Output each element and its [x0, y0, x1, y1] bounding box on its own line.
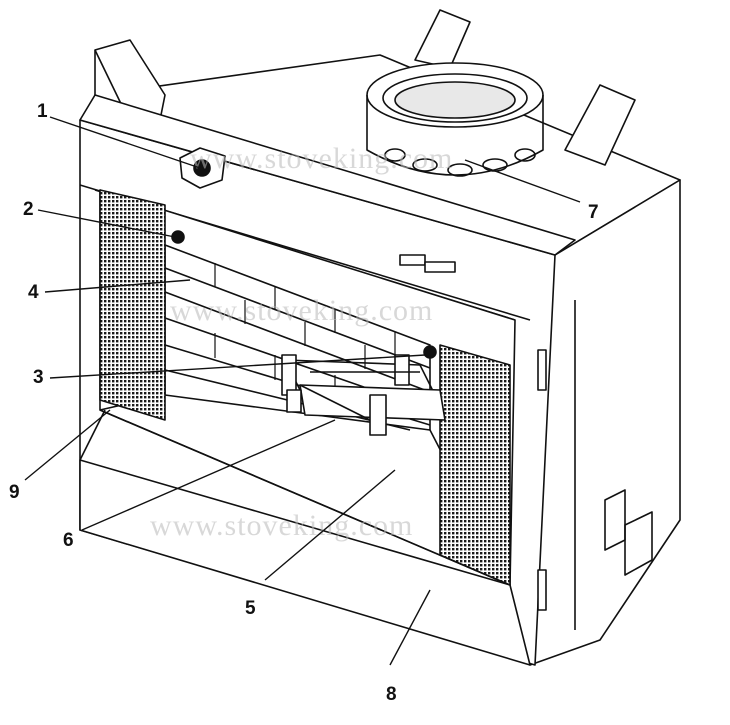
callout-3: 3: [33, 367, 44, 388]
callout-1: 1: [37, 101, 48, 122]
callout-6: 6: [63, 530, 74, 551]
callout-4: 4: [28, 282, 39, 303]
callout-5: 5: [245, 598, 256, 619]
callout-8: 8: [386, 684, 397, 705]
callout-9: 9: [9, 482, 20, 503]
rear-standoff-right: [564, 84, 636, 166]
callout-7: 7: [588, 202, 599, 223]
watermark-top: www.stoveking.com: [190, 142, 453, 175]
flue-collar: [366, 62, 544, 177]
watermark-middle: www.stoveking.com: [170, 294, 433, 327]
left-screen: [99, 189, 166, 421]
rear-standoff-left: [414, 9, 471, 69]
damper-control: [179, 147, 226, 189]
right-screen: [439, 344, 511, 586]
grate: [281, 354, 446, 436]
hood-band: [79, 94, 576, 256]
callout-2: 2: [23, 199, 34, 220]
watermark-bottom: www.stoveking.com: [150, 509, 413, 542]
